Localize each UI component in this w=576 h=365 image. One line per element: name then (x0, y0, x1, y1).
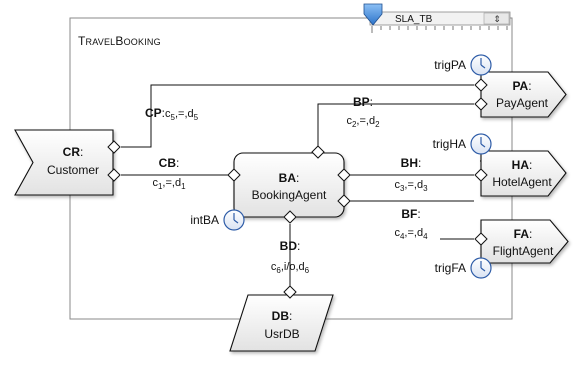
sla-selector-value: SLA_TB (395, 14, 433, 25)
node-CR-name: Customer (47, 163, 99, 177)
trigger-trigPA-label: trigPA (434, 58, 466, 72)
trigger-intBA-label: intBA (190, 213, 219, 227)
node-HA[interactable] (480, 150, 567, 197)
wire-BD-id: BD: (280, 239, 301, 253)
timer-intBA[interactable] (223, 209, 245, 231)
timer-trigFA[interactable] (470, 257, 492, 279)
timer-trigHA[interactable] (470, 133, 492, 155)
wire-BF-id: BF: (401, 207, 420, 221)
wire-BF-params: c4,=,d4 (394, 227, 428, 241)
node-FA-name: FlightAgent (493, 244, 554, 258)
node-BA-id: BA: (279, 171, 300, 185)
trigger-trigHA-label: trigHA (433, 137, 466, 151)
wire-CP (121, 84, 474, 148)
diamond-interface-icon (337, 168, 351, 182)
slider-thumb-icon[interactable] (363, 3, 383, 26)
module-name: TRAVELBOOKING (78, 34, 161, 48)
diamond-interface-icon (474, 232, 488, 246)
node-DB-id: DB: (272, 309, 293, 323)
sla-selector[interactable]: SLA_TB ⇕ (363, 3, 511, 33)
diamond-interface-icon (107, 168, 121, 182)
wires (121, 84, 486, 291)
node-DB[interactable] (229, 294, 334, 352)
interface-diamonds[interactable] (107, 78, 488, 299)
diamond-interface-icon (474, 168, 488, 182)
node-PA-id: PA: (512, 79, 531, 93)
wire-CB-id: CB: (159, 156, 180, 170)
wire-BP (317, 103, 474, 152)
sla-ticks (371, 26, 508, 33)
wire-BH-params: c3,=,d3 (394, 179, 428, 193)
wire-CB-params: c1,=,d1 (152, 177, 186, 191)
diamond-interface-icon (474, 97, 488, 111)
diamond-interface-icon (474, 78, 488, 92)
trigger-trigFA-label: trigFA (435, 261, 466, 275)
timer-trigPA[interactable] (470, 54, 492, 76)
node-FA[interactable] (480, 219, 569, 264)
wire-BH-id: BH: (401, 156, 422, 170)
node-HA-name: HotelAgent (492, 175, 552, 189)
wire-CP-label: CP:c5,=,d5 (145, 106, 199, 122)
diamond-interface-icon (283, 285, 297, 299)
node-BA[interactable] (233, 152, 345, 218)
diamond-interface-icon (227, 168, 241, 182)
node-FA-id: FA: (514, 227, 533, 241)
node-DB-name: UsrDB (264, 327, 299, 341)
node-BA-name: BookingAgent (252, 188, 327, 202)
sla-stepper-icon[interactable]: ⇕ (493, 15, 501, 25)
wire-BP-id: BP: (353, 95, 373, 109)
diamond-interface-icon (107, 140, 121, 154)
node-PA-name: PayAgent (496, 96, 549, 110)
diamond-interface-icon (337, 194, 351, 208)
diamond-interface-icon (311, 145, 325, 159)
node-HA-id: HA: (512, 158, 533, 172)
wire-BP-params: c2,=,d2 (346, 115, 380, 129)
wire-BD-params: c6,i/o,d6 (271, 261, 310, 275)
node-CR-id: CR: (63, 145, 84, 159)
node-CR[interactable] (14, 129, 114, 196)
diamond-interface-icon (283, 210, 297, 224)
